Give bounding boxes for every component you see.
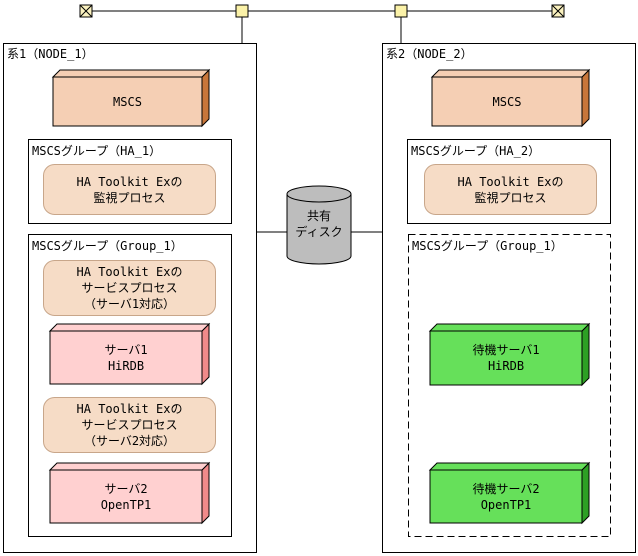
- node2-group-ha-frame: [407, 139, 611, 224]
- node2-frame: [382, 43, 636, 553]
- service2-line2: サービスプロセス: [81, 418, 178, 432]
- node1-monitor-process-label: HA Toolkit Exの 監視プロセス: [43, 164, 216, 215]
- node1-group-ha-frame: [28, 139, 232, 224]
- node2-group-main-title: MSCSグループ（Group_1）: [412, 239, 563, 253]
- service1-line2: サービスプロセス: [81, 281, 178, 295]
- node2-group-ha-title: MSCSグループ（HA_2）: [411, 144, 541, 158]
- terminator-left-icon: [79, 4, 93, 18]
- node1-server2-label: サーバ2 OpenTP1: [50, 470, 202, 523]
- node2-standby-server2-box: [428, 461, 591, 525]
- node1-monitor-process-box: [43, 164, 216, 215]
- node2-mscs-label: MSCS: [432, 77, 582, 126]
- service2-line1: HA Toolkit Exの: [76, 402, 183, 416]
- node2-title: 系2（NODE_2）: [386, 47, 473, 61]
- server2-name: サーバ2: [104, 481, 148, 496]
- service1-line1: HA Toolkit Exの: [76, 265, 183, 279]
- standby-server1-name: 待機サーバ1: [472, 343, 540, 357]
- node2-mscs-box: [430, 68, 591, 128]
- node2-standby-server2-label: 待機サーバ2 OpenTP1: [430, 470, 582, 523]
- node2-group-main-frame: [408, 234, 611, 537]
- node1-server2-box: [48, 461, 211, 525]
- node1-server1-label: サーバ1 HiRDB: [50, 331, 202, 384]
- node2-monitor-line1: HA Toolkit Exの: [457, 174, 564, 189]
- terminator-right-icon: [551, 4, 565, 18]
- standby-server2-name: 待機サーバ2: [472, 481, 540, 496]
- node1-group-ha-title: MSCSグループ（HA_1）: [32, 144, 162, 158]
- node1-mscs-box: [51, 68, 211, 128]
- node1-connector-icon: [235, 4, 249, 18]
- node1-monitor-line2: 監視プロセス: [93, 190, 166, 205]
- node2-monitor-line2: 監視プロセス: [474, 190, 547, 205]
- node1-group-main-frame: [28, 234, 232, 537]
- node1-service-process1-box: [43, 260, 216, 316]
- standby-server1-product: HiRDB: [487, 359, 525, 373]
- server1-product: HiRDB: [107, 358, 145, 373]
- node2-connector-icon: [394, 4, 408, 18]
- node1-title: 系1（NODE_1）: [7, 47, 94, 61]
- service1-line3: （サーバ1対応）: [83, 297, 176, 311]
- shared-disk-label: 共有 ディスク: [287, 202, 351, 246]
- server1-name: サーバ1: [104, 342, 148, 357]
- node2-monitor-process-label: HA Toolkit Exの 監視プロセス: [424, 164, 597, 215]
- service2-line3: （サーバ2対応）: [83, 434, 176, 448]
- node1-monitor-line1: HA Toolkit Exの: [76, 174, 183, 189]
- disk-line2: ディスク: [295, 225, 343, 239]
- node1-group-main-title: MSCSグループ（Group_1）: [32, 239, 183, 253]
- node1-frame: [3, 43, 257, 553]
- disk-line1: 共有: [306, 209, 331, 223]
- node2-monitor-process-box: [424, 164, 597, 215]
- node1-service-process2-box: [43, 397, 216, 453]
- node1-service-process2-label: HA Toolkit Exの サービスプロセス （サーバ2対応）: [43, 397, 216, 453]
- node2-standby-server1-label: 待機サーバ1 HiRDB: [430, 331, 582, 385]
- shared-disk-icon: [286, 185, 352, 265]
- node2-mscs-text: MSCS: [492, 94, 522, 109]
- server2-product: OpenTP1: [100, 497, 152, 512]
- node1-mscs-text: MSCS: [113, 94, 142, 109]
- node1-mscs-label: MSCS: [53, 77, 202, 126]
- standby-server2-product: OpenTP1: [480, 497, 532, 512]
- node2-standby-server1-box: [428, 322, 591, 387]
- node1-service-process1-label: HA Toolkit Exの サービスプロセス （サーバ1対応）: [43, 260, 216, 316]
- node1-server1-box: [48, 322, 211, 386]
